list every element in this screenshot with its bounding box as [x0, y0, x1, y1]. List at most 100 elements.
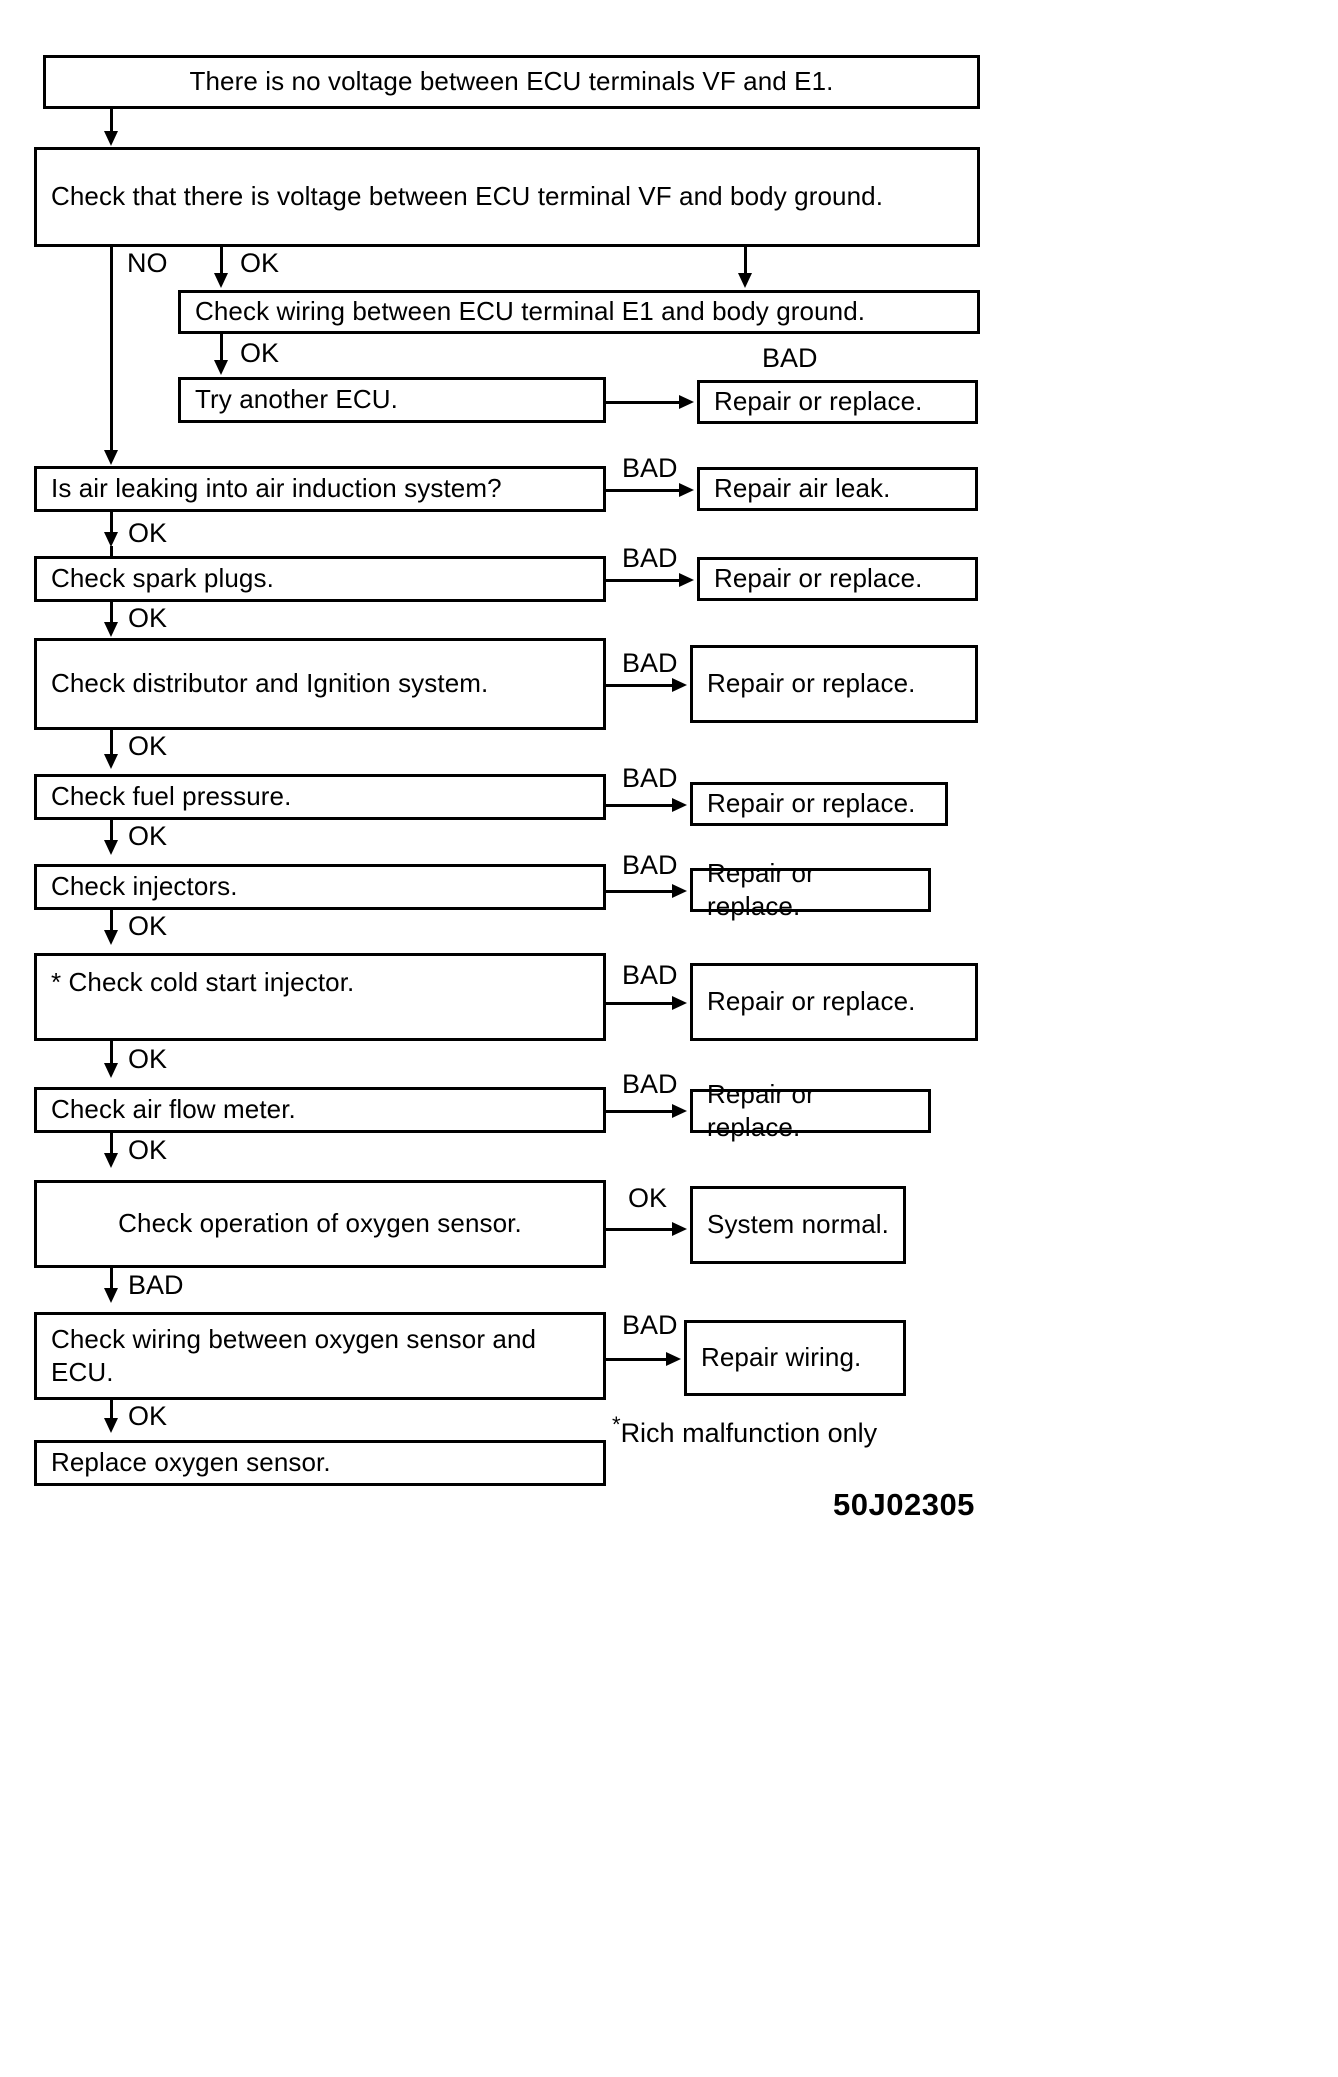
node-label: Repair or replace.	[714, 386, 923, 417]
edge-label-ok-1: OK	[240, 248, 280, 278]
arrow-right-icon	[672, 798, 687, 812]
edge-label-no: NO	[127, 248, 168, 278]
edge-label-ok-4: OK	[128, 603, 168, 633]
arrow-down-icon	[104, 131, 118, 146]
node-repair-or-replace-2: Repair or replace.	[697, 557, 978, 601]
node-is-air-leaking: Is air leaking into air induction system…	[34, 466, 606, 512]
node-check-distributor-ignition: Check distributor and Ignition system.	[34, 638, 606, 730]
edge-label-bad-9: BAD	[128, 1270, 184, 1300]
connector-n18-n20	[110, 1133, 113, 1155]
edge-label-ok-9: OK	[128, 1135, 168, 1165]
node-label: Repair or replace.	[714, 563, 923, 594]
arrow-down-icon	[104, 840, 118, 855]
arrow-down-icon	[104, 1153, 118, 1168]
connector-n10-n12	[110, 730, 113, 758]
edge-label-ok-7: OK	[128, 911, 168, 941]
footnote-text: Rich malfunction only	[620, 1418, 878, 1448]
arrow-right-icon	[666, 1352, 681, 1366]
edge-label-bad-6: BAD	[622, 850, 678, 880]
connector-n06-n08	[110, 512, 113, 534]
node-repair-or-replace-6: Repair or replace.	[690, 963, 978, 1041]
edge-label-bad-3: BAD	[622, 543, 678, 573]
arrow-right-icon	[672, 884, 687, 898]
edge-label-bad-10: BAD	[622, 1310, 678, 1340]
node-label: Repair wiring.	[701, 1342, 862, 1373]
edge-label-bad-1: BAD	[762, 343, 818, 373]
edge-label-ok-5: OK	[128, 731, 168, 761]
edge-label-bad-7: BAD	[622, 960, 678, 990]
arrow-down-icon	[104, 754, 118, 769]
node-label: Repair air leak.	[714, 473, 891, 504]
arrow-down-icon	[104, 930, 118, 945]
node-label: Check wiring between ECU terminal E1 and…	[195, 296, 866, 327]
arrow-right-icon	[679, 483, 694, 497]
arrow-right-icon	[679, 573, 694, 587]
connector-n08-n09	[606, 579, 682, 582]
node-label: Check fuel pressure.	[51, 781, 292, 812]
arrow-right-icon	[672, 996, 687, 1010]
node-replace-oxygen-sensor: Replace oxygen sensor.	[34, 1440, 606, 1486]
arrow-down-icon	[104, 532, 118, 547]
node-repair-or-replace-5: Repair or replace.	[690, 858, 931, 921]
node-repair-or-replace-7: Repair or replace.	[690, 1079, 931, 1142]
arrow-right-icon	[672, 1222, 687, 1236]
connector-n10-n11	[606, 684, 676, 687]
edge-label-bad-8: BAD	[622, 1069, 678, 1099]
connector-n18-n19	[606, 1110, 676, 1113]
node-label: Repair or replace.	[707, 986, 916, 1017]
connector-n04-n05	[606, 401, 682, 404]
footnote-marker: *	[612, 1412, 621, 1437]
connector-n03-n04	[220, 334, 223, 362]
connector-n22-n23	[606, 1358, 670, 1361]
arrow-down-icon	[104, 1288, 118, 1303]
arrow-down-icon	[104, 450, 118, 465]
node-check-spark-plugs: Check spark plugs.	[34, 556, 606, 602]
node-label: Repair or replace.	[707, 1078, 815, 1142]
arrow-down-icon	[104, 622, 118, 637]
connector-n02-no-branch	[110, 247, 113, 452]
node-label: Check that there is voltage between ECU …	[51, 181, 884, 212]
arrow-right-icon	[672, 678, 687, 692]
node-try-another-ecu: Try another ECU.	[178, 377, 606, 423]
node-label: * Check cold start injector.	[51, 967, 355, 997]
node-repair-or-replace-3: Repair or replace.	[690, 645, 978, 723]
edge-label-ok-8: OK	[128, 1044, 168, 1074]
node-check-voltage-vf-body-ground: Check that there is voltage between ECU …	[34, 147, 980, 247]
connector-n20-n22	[110, 1268, 113, 1290]
arrow-right-icon	[672, 1104, 687, 1118]
node-label: Try another ECU.	[195, 384, 398, 415]
node-check-wiring-e1-body-ground: Check wiring between ECU terminal E1 and…	[178, 290, 980, 334]
connector-n08-n10	[110, 602, 113, 624]
node-repair-or-replace-4: Repair or replace.	[690, 782, 948, 826]
connector-n06-n08-tail	[110, 546, 113, 558]
node-system-normal: System normal.	[690, 1186, 906, 1264]
connector-n16-n17	[606, 1002, 676, 1005]
node-no-voltage-vf-e1: There is no voltage between ECU terminal…	[43, 55, 980, 109]
edge-label-bad-5: BAD	[622, 763, 678, 793]
node-label: Check wiring between oxygen sensor and E…	[51, 1323, 537, 1387]
arrow-down-icon	[214, 360, 228, 375]
edge-label-bad-2: BAD	[622, 453, 678, 483]
edge-label-bad-4: BAD	[622, 648, 678, 678]
edge-label-ok-2: OK	[240, 338, 280, 368]
node-label: System normal.	[707, 1209, 890, 1240]
connector-n12-n14	[110, 820, 113, 842]
node-check-cold-start-injector: * Check cold start injector.	[34, 953, 606, 1041]
arrow-down-icon	[738, 273, 752, 288]
node-label: Check operation of oxygen sensor.	[118, 1208, 522, 1239]
connector-n16-n18	[110, 1041, 113, 1067]
connector-n02-ok-branch	[220, 247, 223, 275]
arrow-down-icon	[104, 1063, 118, 1078]
node-label: Is air leaking into air induction system…	[51, 473, 502, 504]
connector-n06-n07	[606, 489, 682, 492]
node-repair-or-replace-1: Repair or replace.	[697, 380, 978, 424]
edge-label-ok-3: OK	[128, 518, 168, 548]
connector-n22-n24	[110, 1400, 113, 1420]
connector-return-to-n03	[744, 247, 747, 275]
edge-label-ok-10: OK	[628, 1183, 668, 1213]
node-check-oxygen-sensor-operation: Check operation of oxygen sensor.	[34, 1180, 606, 1268]
arrow-down-icon	[104, 1418, 118, 1433]
node-repair-wiring: Repair wiring.	[684, 1320, 906, 1396]
figure-code: 50J02305	[833, 1487, 975, 1522]
edge-label-ok-6: OK	[128, 821, 168, 851]
